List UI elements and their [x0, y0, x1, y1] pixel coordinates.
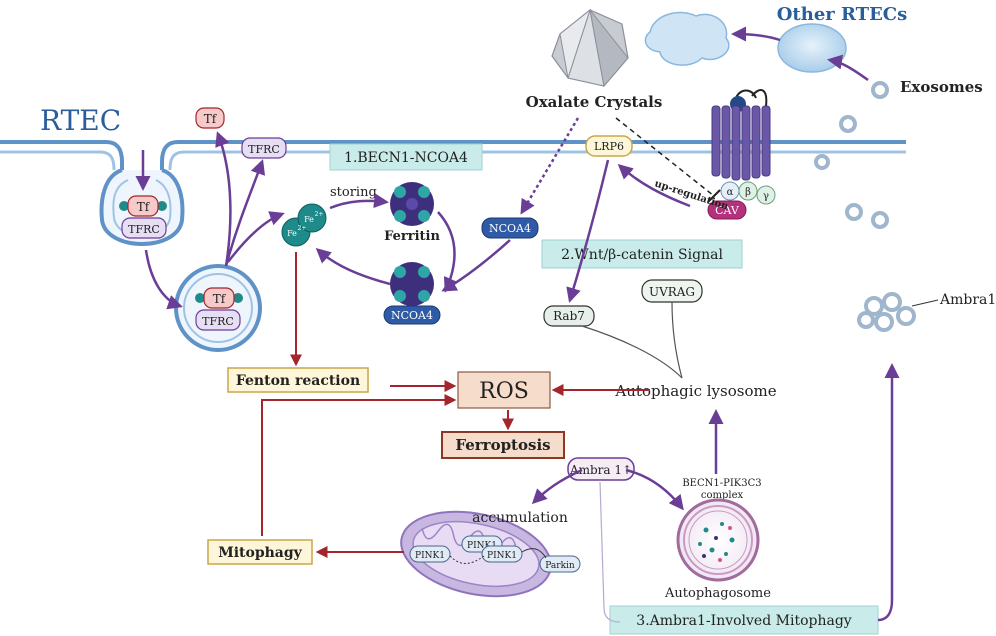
- rab7-label: Rab7: [553, 309, 585, 323]
- gamma-label: γ: [763, 191, 769, 202]
- tf-label-vesicle: Tf: [213, 292, 227, 306]
- storing-label: storing: [330, 185, 377, 200]
- cell-membrane: [0, 140, 906, 186]
- ncoa4-label-free: NCOA4: [489, 222, 531, 235]
- fe-charge-1: 2+: [298, 225, 307, 232]
- ferritin-icon: [390, 182, 434, 226]
- fe-charge-2: 2+: [315, 211, 324, 218]
- ros-box: ROS: [457, 371, 551, 409]
- uvrag-label: UVRAG: [649, 285, 695, 299]
- autophagosome-icon: [676, 498, 760, 582]
- lrp6-node: LRP6: [585, 135, 633, 157]
- oxalate-crystals-icon: [551, 8, 629, 88]
- other-rtecs-label: Other RTECs: [777, 4, 908, 25]
- autophagic-lysosome-label: Autophagic lysosome: [614, 382, 776, 400]
- pink1-node-1: PINK1: [409, 545, 451, 563]
- pathway-3-box: 3.Ambra1-Involved Mitophagy: [609, 605, 879, 635]
- purple-arrows: [135, 26, 900, 623]
- tf-free: Tf: [195, 107, 225, 129]
- mitophagy-box: Mitophagy: [207, 539, 313, 565]
- autophagosome-label: Autophagosome: [664, 586, 771, 601]
- alpha-label: α: [727, 187, 734, 198]
- ferritin-label: Ferritin: [384, 229, 440, 244]
- red-arrows: [261, 252, 650, 558]
- pathway-2-label: 2.Wnt/β-catenin Signal: [561, 247, 723, 263]
- receptor-icon: α β γ CAV: [707, 89, 776, 220]
- exosomes-label: Exosomes: [900, 78, 983, 96]
- fe-label-1: Fe: [287, 229, 297, 238]
- lrp6-label: LRP6: [594, 140, 624, 153]
- becn1-complex-line1: BECN1-PIK3C3: [682, 478, 761, 489]
- mitochondrion-icon: [400, 510, 552, 598]
- parkin-label: Parkin: [545, 561, 575, 571]
- dotted-arrow-crystals-ncoa4: [520, 117, 580, 215]
- fenton-label: Fenton reaction: [236, 373, 360, 389]
- cell-label: RTEC: [40, 104, 121, 137]
- exosomes-icon: [814, 81, 889, 229]
- ambra1-vesicles-icon: [857, 292, 916, 332]
- pink1-label-2: PINK1: [467, 541, 497, 551]
- fenton-box: Fenton reaction: [227, 367, 369, 393]
- pink1-label-3: PINK1: [487, 551, 517, 561]
- rab7-node: Rab7: [543, 305, 595, 327]
- uvrag-node: UVRAG: [641, 279, 703, 303]
- beta-label: β: [745, 187, 751, 198]
- tfrc-membrane: TFRC: [241, 137, 287, 159]
- ferritin-ncoa4-icon: NCOA4: [383, 262, 441, 325]
- oxalate-crystals-label: Oxalate Crystals: [526, 93, 663, 111]
- pathway-2-box: 2.Wnt/β-catenin Signal: [541, 239, 743, 269]
- ambra-up-node: Ambra 1↑: [567, 457, 635, 481]
- inhibitor-crystals-cav: [615, 117, 721, 203]
- ros-label: ROS: [479, 379, 529, 404]
- ferroptosis-box: Ferroptosis: [441, 431, 565, 459]
- pink1-label-1: PINK1: [415, 551, 445, 561]
- tf-label-pit: Tf: [137, 200, 151, 214]
- mitophagy-label: Mitophagy: [218, 545, 302, 561]
- tf-tfrc-complex-vesicle: Tf TFRC: [195, 287, 243, 331]
- ferroptosis-label: Ferroptosis: [455, 436, 550, 454]
- pathway-1-label: 1.BECN1-NCOA4: [344, 150, 468, 166]
- ambra-up-label: Ambra 1↑: [569, 463, 632, 477]
- tfrc-label-membrane: TFRC: [248, 143, 280, 156]
- pink1-node-3: PINK1: [481, 545, 523, 563]
- ncoa4-free: NCOA4: [481, 217, 539, 239]
- parkin-node: Parkin: [539, 555, 581, 573]
- tfrc-label-pit: TFRC: [128, 223, 160, 236]
- cav-label: CAV: [715, 204, 740, 217]
- accumulation-label: accumulation: [472, 510, 568, 526]
- tf-label-free: Tf: [204, 112, 218, 126]
- ambra1-label: Ambra1: [939, 292, 996, 308]
- tfrc-label-vesicle: TFRC: [202, 315, 234, 328]
- fe-label-2: Fe: [304, 215, 314, 224]
- ncoa4-label-bound: NCOA4: [391, 309, 433, 322]
- pathway-1-box: 1.BECN1-NCOA4: [329, 143, 483, 171]
- pathway-3-label: 3.Ambra1-Involved Mitophagy: [636, 613, 852, 629]
- fe-ions: Fe 2+ Fe 2+: [281, 203, 327, 247]
- tf-tfrc-complex-pit: Tf TFRC: [119, 195, 167, 239]
- becn1-complex-line2: complex: [701, 490, 744, 501]
